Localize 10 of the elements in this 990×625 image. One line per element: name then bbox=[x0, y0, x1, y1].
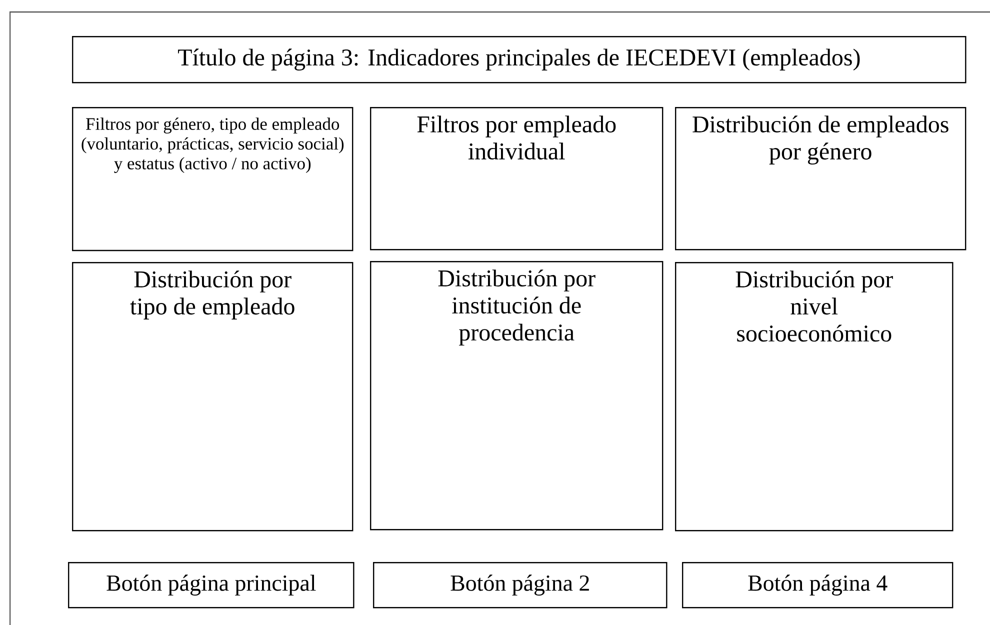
chart-panel: Distribución por nivel socioeconómico bbox=[675, 262, 954, 532]
chart-panel: Distribución de empleados por género bbox=[675, 107, 966, 250]
nav-button: Botón página 4 bbox=[682, 562, 954, 608]
title-box: Título de página 3: Indicadores principales de IECEDEVI (empleados) bbox=[72, 36, 966, 84]
chart-panel: Distribución por institución de procedencia bbox=[370, 261, 664, 530]
nav-button: Botón página principal bbox=[68, 562, 354, 608]
nav-button: Botón página 2 bbox=[373, 562, 668, 608]
chart-panel: Distribución por tipo de empleado bbox=[72, 262, 354, 532]
filter-panel: Filtros por género, tipo de empleado (voluntario, prácticas, servicio social) y estatus (activo / no activo) bbox=[72, 107, 354, 252]
filter-panel: Filtros por empleado individual bbox=[370, 107, 664, 250]
